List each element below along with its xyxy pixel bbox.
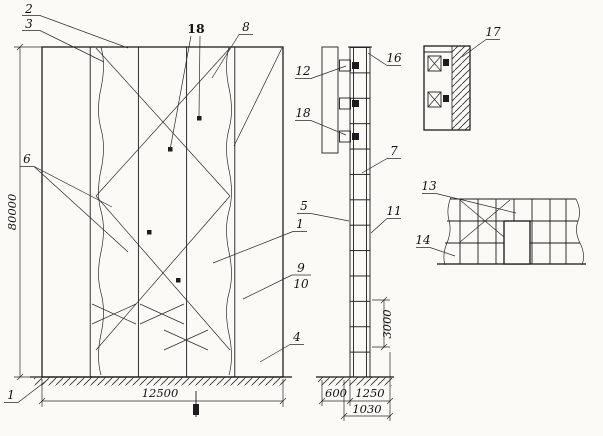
scaffold-frame bbox=[41, 46, 284, 378]
callout-18: 18 bbox=[187, 21, 205, 36]
callout-10: 10 bbox=[293, 277, 309, 291]
break-line-left bbox=[98, 46, 104, 376]
side-standards bbox=[348, 46, 372, 377]
break-line-right bbox=[226, 46, 232, 376]
callout-1: 1 bbox=[296, 217, 304, 231]
base-detail: 13 14 bbox=[415, 179, 586, 266]
building-wall bbox=[321, 46, 339, 154]
anchor-detail: 17 bbox=[423, 25, 501, 131]
callout-14: 14 bbox=[415, 233, 430, 247]
scaffold-posts bbox=[89, 47, 236, 377]
front-structure bbox=[30, 46, 292, 386]
base-break-lines bbox=[443, 196, 584, 266]
ground-hatch bbox=[34, 377, 286, 386]
leader-2 bbox=[22, 15, 129, 49]
base-braces bbox=[459, 199, 511, 243]
callout-18-side: 18 bbox=[295, 106, 311, 120]
dim-total-height: 80000 bbox=[5, 194, 19, 231]
callout-3: 3 bbox=[25, 17, 33, 31]
callout-11: 11 bbox=[386, 204, 401, 218]
dim-tier-height: 3000 bbox=[380, 309, 394, 338]
leader-1 bbox=[212, 231, 307, 264]
tier-dim-line bbox=[372, 296, 390, 351]
base-detail-callouts: 13 14 bbox=[415, 179, 517, 257]
side-elevation: 3000 600 1250 1030 12 18 16 7 5 11 bbox=[295, 46, 402, 421]
callout-4: 4 bbox=[292, 330, 301, 344]
dim-total-width: 12500 bbox=[142, 386, 179, 400]
dim-side-width: 1250 bbox=[355, 386, 384, 400]
cross-panels bbox=[91, 303, 209, 351]
dim-wall-gap: 600 bbox=[325, 386, 347, 400]
side-ground-hatch bbox=[318, 377, 392, 386]
callout-1-base: 1 bbox=[7, 388, 15, 402]
diagonal-braces bbox=[95, 47, 283, 351]
side-dimensions: 3000 600 1250 1030 bbox=[318, 296, 394, 421]
leader-6 bbox=[20, 166, 129, 253]
callout-12: 12 bbox=[295, 64, 310, 78]
side-callouts: 12 18 16 7 5 11 bbox=[295, 51, 402, 234]
leader-3 bbox=[22, 30, 105, 63]
front-callouts: 2 3 18 8 6 1 9 10 4 1 bbox=[4, 2, 311, 403]
front-elevation: 80000 12500 2 3 18 8 6 1 9 10 4 1 bbox=[4, 2, 311, 417]
leader-18 bbox=[169, 35, 201, 151]
access-opening bbox=[503, 220, 531, 265]
base-detail-structure bbox=[437, 196, 586, 266]
dim-base-width: 1030 bbox=[352, 402, 381, 416]
width-dim-line bbox=[38, 379, 287, 407]
leader-1-base bbox=[4, 380, 47, 403]
callout-8: 8 bbox=[242, 20, 250, 34]
leader-18-side bbox=[295, 120, 347, 136]
leader-13 bbox=[422, 193, 517, 214]
leader-16 bbox=[367, 52, 401, 66]
anchor-detail-wall bbox=[451, 45, 471, 131]
callout-13: 13 bbox=[421, 179, 437, 193]
callout-5: 5 bbox=[300, 199, 308, 213]
front-dimensions: 80000 12500 bbox=[5, 43, 287, 417]
callout-9: 9 bbox=[297, 261, 305, 275]
leader-12 bbox=[295, 65, 347, 79]
callout-16: 16 bbox=[386, 51, 402, 65]
leader-9-10 bbox=[242, 274, 311, 300]
side-structure bbox=[316, 46, 394, 386]
benchmark-flag bbox=[193, 404, 199, 415]
side-bottom-dims bbox=[318, 352, 394, 421]
callout-6: 6 bbox=[23, 152, 31, 166]
anchor-points bbox=[147, 116, 202, 283]
leader-17 bbox=[461, 39, 500, 58]
height-dim-line bbox=[14, 43, 42, 381]
callout-7: 7 bbox=[390, 144, 398, 158]
leader-5 bbox=[297, 213, 350, 222]
wall-anchors bbox=[339, 59, 359, 143]
anchor-detail-callouts: 17 bbox=[461, 25, 501, 58]
side-rungs bbox=[350, 47, 370, 377]
callout-2: 2 bbox=[24, 2, 33, 16]
leader-14 bbox=[416, 247, 456, 257]
callout-17: 17 bbox=[485, 25, 501, 39]
leader-4 bbox=[259, 344, 304, 363]
leader-8 bbox=[211, 34, 253, 79]
leader-11 bbox=[370, 218, 401, 234]
leader-7 bbox=[361, 158, 401, 174]
anchor-detail-structure bbox=[423, 45, 471, 131]
